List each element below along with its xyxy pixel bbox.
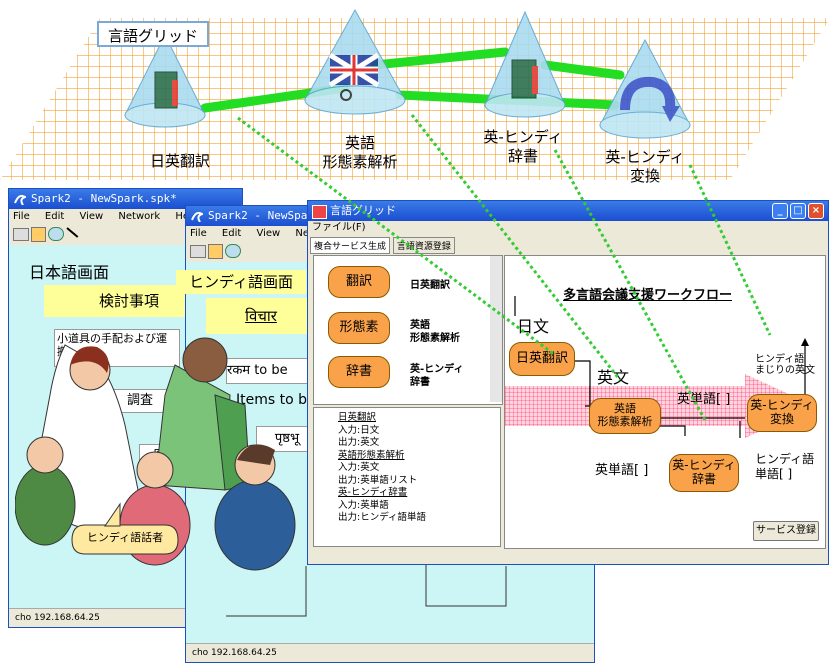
vertical-scrollbar[interactable] xyxy=(490,256,502,402)
wf-node-line: 英語 xyxy=(614,402,636,415)
wf-node-line: 変換 xyxy=(769,412,794,426)
connector-lines xyxy=(226,556,507,617)
cone-dictionary xyxy=(484,10,566,118)
close-button[interactable]: × xyxy=(808,203,824,219)
tab-strip: 複合サービス生成 言語資源登録 xyxy=(310,237,455,254)
grid-node-label: 英-ヒンディ xyxy=(605,148,685,166)
spec-line: 入力:英単語 xyxy=(338,499,389,511)
wf-label-line: まじりの英文 xyxy=(755,365,815,376)
grid-node-label: 形態素解析 xyxy=(322,153,398,171)
wf-node-line: 形態素解析 xyxy=(597,415,653,428)
wf-node-line: 英-ヒンディ xyxy=(750,398,814,412)
language-grid-plane xyxy=(0,8,830,180)
service-palette[interactable]: 翻訳 日英翻訳 形態素 英語 形態素解析 辞書 英-ヒンディ 辞書 xyxy=(313,255,503,405)
wf-node-line: 英-ヒンディ xyxy=(672,458,736,472)
callout-text: ヒンディ語話者 xyxy=(86,531,164,544)
cone-morphology xyxy=(304,8,406,115)
grid-node-label: 日英翻訳 xyxy=(149,152,210,170)
window-title: 言語グリッド xyxy=(330,204,396,217)
toolbar xyxy=(9,225,242,243)
spec-line: 入力:日文 xyxy=(338,424,380,436)
grid-title: 言語グリッド xyxy=(97,21,209,47)
spec-line: 英語形態素解析 xyxy=(338,449,405,461)
grid-node-label: 英語 xyxy=(344,134,375,152)
menu-edit[interactable]: Edit xyxy=(44,211,65,222)
wf-node-translate[interactable]: 日英翻訳 xyxy=(509,342,575,376)
grid-node-label: 辞書 xyxy=(507,147,538,165)
language-grid-window[interactable]: 言語グリッド _ □ × ファイル(F) 複合サービス生成 言語資源登録 翻訳 … xyxy=(307,200,829,565)
menu-view[interactable]: View xyxy=(79,211,104,222)
minimize-button[interactable]: _ xyxy=(772,203,788,219)
folder-icon[interactable] xyxy=(31,227,46,242)
chat-icon[interactable] xyxy=(225,244,241,258)
keyboard-icon[interactable] xyxy=(190,245,206,258)
wf-label-line: 単語[ ] xyxy=(755,467,793,481)
menu-bar: ファイル(F) xyxy=(308,221,828,235)
wf-label-line: ヒンディ語 xyxy=(755,452,815,466)
wf-label-words: 英単語[ ] xyxy=(595,463,649,478)
window-title: Spark2 - NewSpark.spk* xyxy=(31,192,177,205)
menu-file[interactable]: ファイル(F) xyxy=(312,222,366,233)
screen-label: ヒンディ語画面 xyxy=(176,270,306,294)
service-desc: 英語 xyxy=(410,320,430,331)
folder-icon[interactable] xyxy=(208,244,223,259)
service-desc: 辞書 xyxy=(410,377,430,388)
service-dictionary[interactable]: 辞書 xyxy=(328,356,390,388)
spec-line: 出力:英文 xyxy=(338,437,380,448)
screen-label: 日本語画面 xyxy=(28,263,109,282)
workflow-canvas[interactable]: 多言語会議支援ワークフロー 日文 日英翻訳 英文 英単語[ ] 英語 形態素解析… xyxy=(504,255,826,549)
service-desc: 日英翻訳 xyxy=(410,280,450,291)
agenda-item: 小道具の手配および運搬 xyxy=(54,329,180,367)
spark-icon xyxy=(191,211,203,222)
window-title: Spark2 - NewSpa xyxy=(208,209,308,222)
agenda-item: Items to b xyxy=(236,392,308,408)
keyboard-icon[interactable] xyxy=(13,228,29,241)
wf-node-morphology[interactable]: 英語 形態素解析 xyxy=(589,398,661,434)
spec-line: 出力:英単語リスト xyxy=(338,474,418,486)
menu-edit[interactable]: Edit xyxy=(221,228,242,239)
wf-label-english: 英文 xyxy=(597,368,630,387)
cone-conversion xyxy=(599,38,691,139)
wf-label-japanese: 日文 xyxy=(517,317,550,336)
service-register-button[interactable]: サービス登録 xyxy=(753,521,819,541)
window-titlebar[interactable]: 言語グリッド _ □ × xyxy=(308,201,828,221)
service-translate[interactable]: 翻訳 xyxy=(328,266,390,298)
wf-label-hindi-words: ヒンディ語 単語[ ] xyxy=(755,452,814,482)
service-desc: 形態素解析 xyxy=(410,333,460,344)
status-bar: cho 192.168.64.25 xyxy=(186,643,594,662)
status-bar: cho 192.168.64.25 xyxy=(9,608,242,627)
wf-node-dictionary[interactable]: 英-ヒンディ 辞書 xyxy=(669,454,739,492)
maximize-button[interactable]: □ xyxy=(790,203,806,219)
agenda-heading: विचार xyxy=(206,298,316,334)
wf-node-conversion[interactable]: 英-ヒンディ 変換 xyxy=(747,394,817,432)
menu-network[interactable]: Network xyxy=(118,211,161,222)
spec-line: 日英翻訳 xyxy=(338,412,377,423)
spec-line: 英-ヒンディ辞書 xyxy=(338,487,408,498)
wf-label-hindi-mixed: ヒンディ語 まじりの英文 xyxy=(755,354,815,376)
agenda-item: रकम to be xyxy=(226,358,318,384)
spark-icon xyxy=(14,194,26,205)
window-titlebar[interactable]: Spark2 - NewSpark.spk* xyxy=(9,189,242,209)
spec-line: 入力:英文 xyxy=(338,462,380,473)
wf-label-words: 英単語[ ] xyxy=(677,392,731,407)
workflow-title: 多言語会議支援ワークフロー xyxy=(563,288,733,303)
menu-file[interactable]: File xyxy=(13,211,30,222)
callout-bubble xyxy=(71,502,179,555)
grid-node-label: 変換 xyxy=(629,167,660,185)
wf-label-line: ヒンディ語 xyxy=(755,354,805,365)
tab-compose-service[interactable]: 複合サービス生成 xyxy=(310,237,391,254)
wf-node-line: 辞書 xyxy=(691,472,716,486)
service-desc: 英-ヒンディ xyxy=(410,364,464,375)
service-spec-panel: 日英翻訳 入力:日文 出力:英文 英語形態素解析 入力:英文 出力:英単語リスト… xyxy=(313,407,501,547)
service-morphology[interactable]: 形態素 xyxy=(328,312,390,344)
grid-node-label: 英-ヒンディ xyxy=(483,128,563,146)
menu-file[interactable]: File xyxy=(190,228,207,239)
app-icon xyxy=(312,205,327,219)
spec-line: 出力:ヒンディ語単語 xyxy=(338,512,427,523)
menu-view[interactable]: View xyxy=(256,228,281,239)
tab-register-resource[interactable]: 言語資源登録 xyxy=(392,237,455,254)
cone-translation xyxy=(124,33,206,128)
chat-icon[interactable] xyxy=(48,227,64,241)
